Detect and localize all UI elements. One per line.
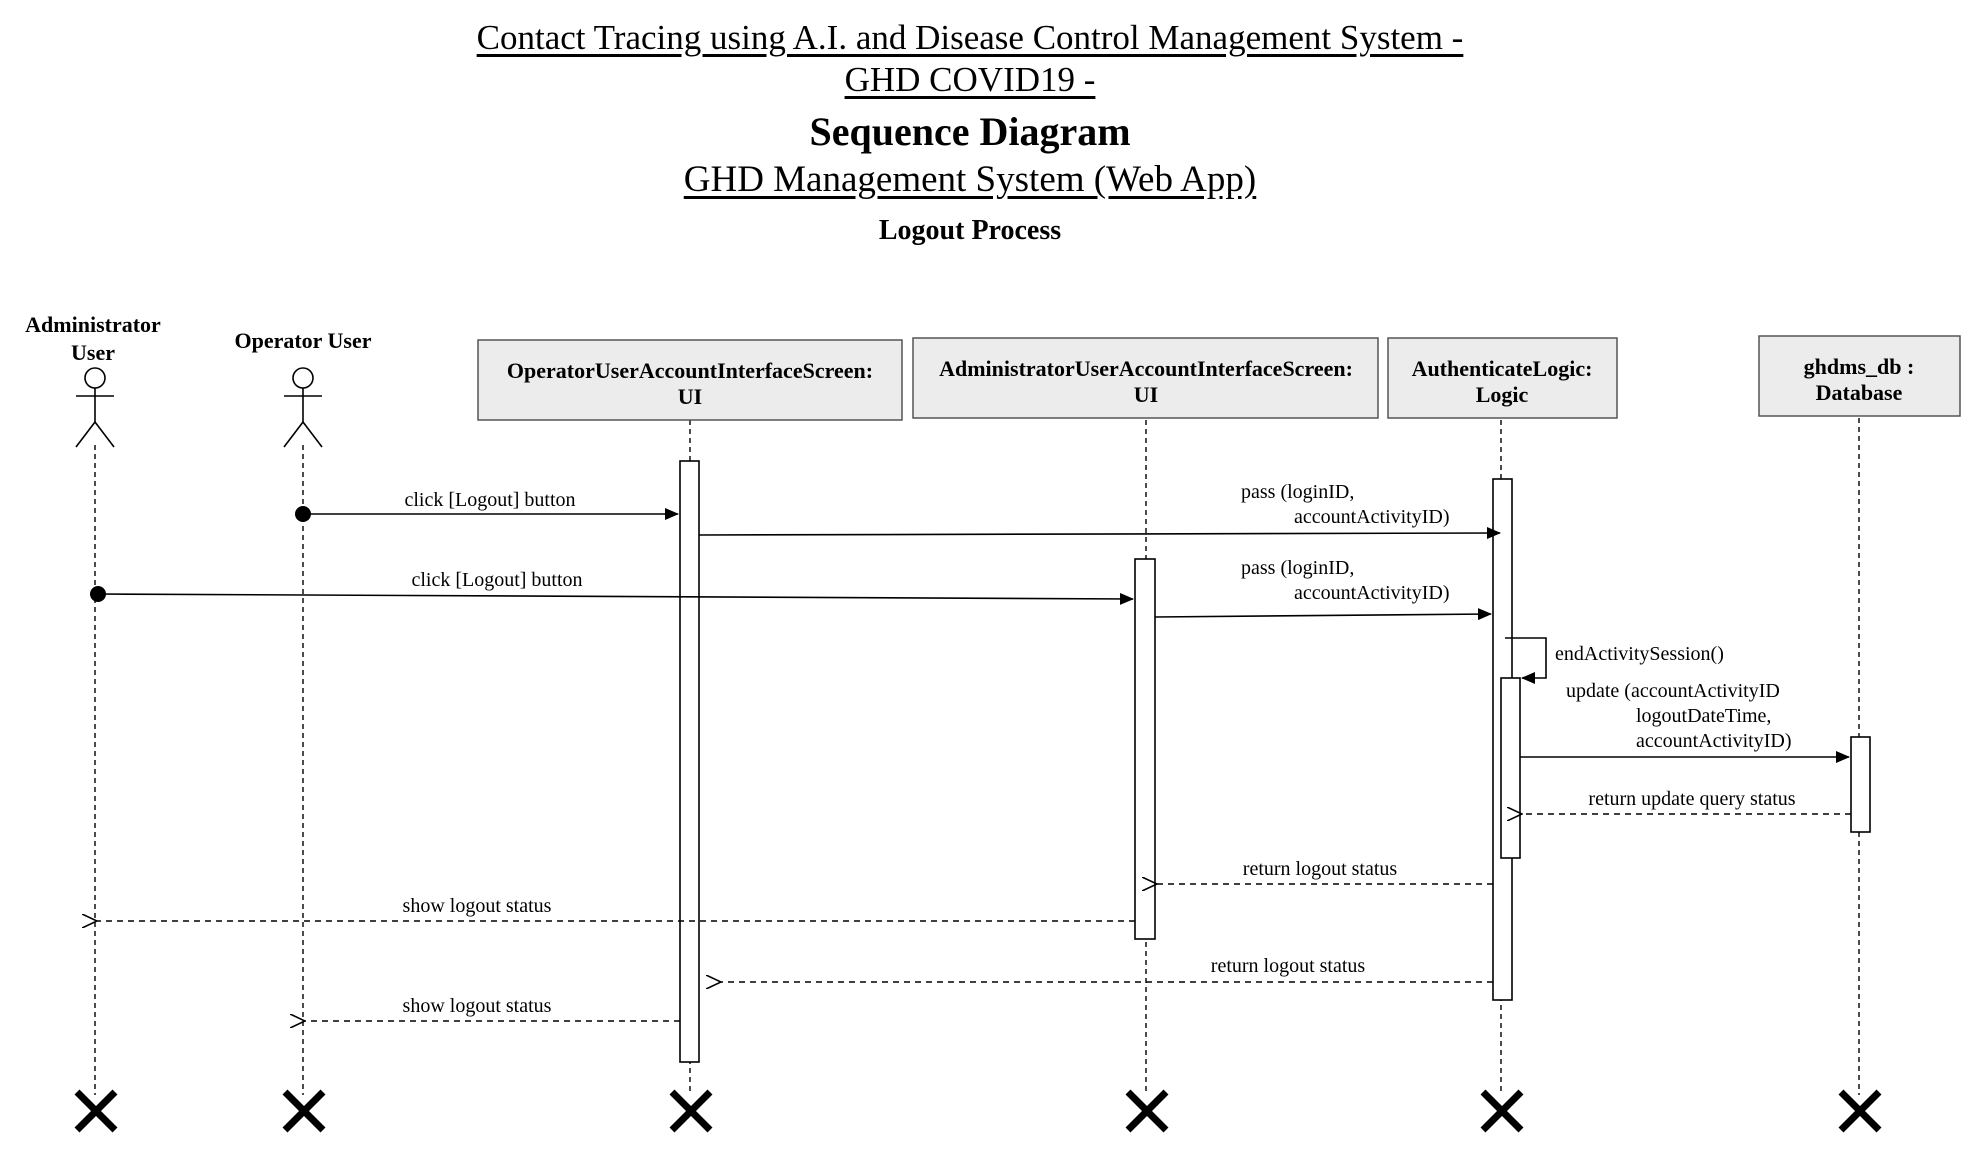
administrator-start-dot xyxy=(90,586,106,602)
admin-click-arrow xyxy=(97,592,1134,605)
database-destroy-icon xyxy=(1838,1089,1882,1133)
database-object: ghdms_db : Database xyxy=(1758,335,1961,417)
operator-ui-destroy-icon xyxy=(669,1089,713,1133)
auth-logic-name: AuthenticateLogic: xyxy=(1412,356,1593,381)
return-operator-logout-label: return logout status xyxy=(1211,955,1366,977)
update-label-line-2: logoutDateTime, xyxy=(1636,705,1771,727)
operator-actor: Operator User xyxy=(234,328,372,448)
administrator-destroy-icon xyxy=(74,1089,118,1133)
admin-click-label: click [Logout] button xyxy=(411,569,582,591)
admin-pass-label: pass (loginID, xyxy=(1241,557,1354,579)
database-activation xyxy=(1850,736,1871,833)
stick-figure-icon xyxy=(75,367,115,448)
auth-logic-destroy-icon xyxy=(1480,1089,1524,1133)
return-admin-logout-label: return logout status xyxy=(1243,858,1398,880)
admin-pass-label-line-2: accountActivityID) xyxy=(1294,582,1450,604)
administrator-label-line-2: User xyxy=(71,340,115,365)
admin-ui-type: UI xyxy=(1134,382,1158,407)
admin-ui-object: AdministratorUserAccountInterfaceScreen:… xyxy=(912,337,1379,419)
system-title-line-2: GHD COVID19 - xyxy=(844,60,1096,99)
operator-ui-type: UI xyxy=(678,384,702,409)
process-title: Logout Process xyxy=(878,215,1062,246)
auth-logic-nested-activation xyxy=(1500,677,1521,859)
database-name: ghdms_db : xyxy=(1804,354,1915,379)
operator-ui-object: OperatorUserAccountInterfaceScreen: UI xyxy=(477,339,903,421)
operator-label: Operator User xyxy=(234,328,371,353)
stick-figure-icon xyxy=(283,367,323,448)
update-label: update (accountActivityID xyxy=(1566,680,1780,702)
operator-pass-label: pass (loginID, xyxy=(1241,481,1354,503)
show-operator-logout-label: show logout status xyxy=(403,995,552,1017)
end-session-label: endActivitySession() xyxy=(1555,643,1724,665)
database-type: Database xyxy=(1816,380,1903,405)
admin-pass-arrow xyxy=(1154,608,1492,621)
operator-pass-arrow xyxy=(698,527,1501,540)
end-session-self-arrow xyxy=(1505,637,1547,684)
admin-ui-activation xyxy=(1134,558,1156,940)
operator-pass-label-line-2: accountActivityID) xyxy=(1294,506,1450,528)
system-title-line-1: Contact Tracing using A.I. and Disease C… xyxy=(476,18,1464,57)
operator-ui-activation xyxy=(679,460,700,1063)
system-name-title: GHD Management System (Web App) xyxy=(683,159,1257,200)
diagram-type-title: Sequence Diagram xyxy=(809,109,1131,154)
operator-start-dot xyxy=(295,506,311,522)
auth-logic-type: Logic xyxy=(1476,382,1529,407)
administrator-actor: Administrator User xyxy=(25,312,161,448)
return-update-label: return update query status xyxy=(1588,788,1795,810)
admin-ui-destroy-icon xyxy=(1125,1089,1169,1133)
admin-ui-name: AdministratorUserAccountInterfaceScreen: xyxy=(939,356,1353,381)
operator-click-label: click [Logout] button xyxy=(404,489,575,511)
show-admin-logout-label: show logout status xyxy=(403,895,552,917)
auth-logic-object: AuthenticateLogic: Logic xyxy=(1387,337,1618,419)
operator-ui-name: OperatorUserAccountInterfaceScreen: xyxy=(507,358,873,383)
administrator-label: Administrator xyxy=(25,312,161,337)
update-label-line-3: accountActivityID) xyxy=(1636,730,1792,752)
operator-destroy-icon xyxy=(282,1089,326,1133)
